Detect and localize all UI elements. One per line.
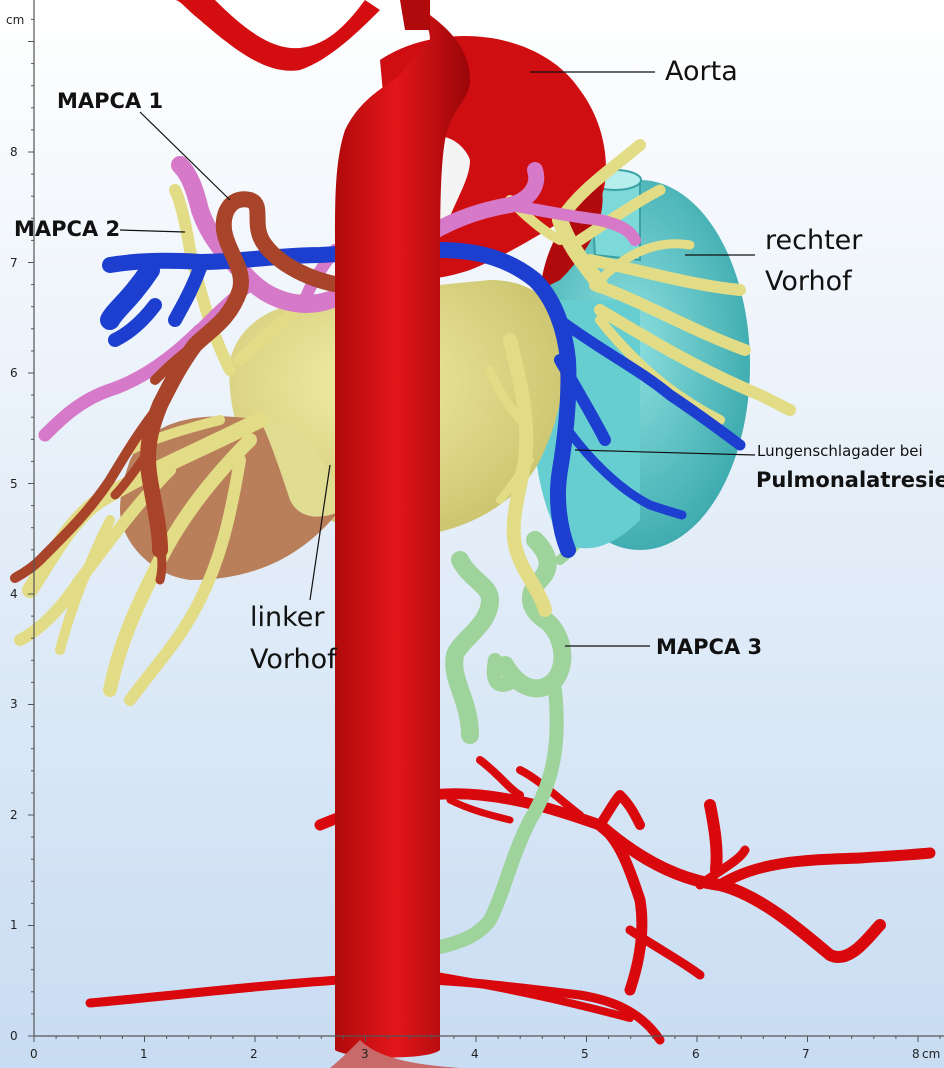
mapca1-vessel [10,191,348,585]
y-tick-label-1: 1 [10,918,18,932]
y-tick-label-6: 6 [10,366,18,380]
label-pulmonary-line2: Pulmonalatresie [756,468,944,492]
label-mapca2: MAPCA 2 [14,217,120,241]
label-mapca3: MAPCA 3 [656,635,762,659]
y-tick-label-4: 4 [10,587,18,601]
y-tick-label-8: 8 [10,145,18,159]
mapca2-vessel [38,156,641,442]
label-pulmonary-line1: Lungenschlagader bei [757,442,923,460]
x-tick-label-6: 6 [692,1047,700,1061]
y-tick-label-7: 7 [10,256,18,270]
label-mapca1: MAPCA 1 [57,89,163,113]
axes: cm 8 7 6 5 4 3 2 1 0 0 1 2 3 4 5 6 7 8 c… [6,0,944,1061]
x-axis-unit: cm [922,1047,940,1061]
label-left-atrium-line2: Vorhof [250,644,338,675]
y-tick-label-2: 2 [10,808,18,822]
x-tick-label-1: 1 [140,1047,148,1061]
y-tick-label-5: 5 [10,477,18,491]
y-axis-unit: cm [6,13,24,27]
pulmonary-artery [100,242,746,558]
x-tick-label-2: 2 [250,1047,258,1061]
y-tick-label-3: 3 [10,697,18,711]
label-left-atrium-line1: linker [250,602,325,633]
x-tick-label-4: 4 [471,1047,479,1061]
aorta-descending [175,0,470,1068]
x-tick-marks [33,1036,941,1042]
x-tick-label-3: 3 [361,1047,369,1061]
label-aorta: Aorta [665,56,738,87]
x-tick-label-7: 7 [802,1047,810,1061]
y-tick-marks [28,18,34,1037]
label-right-atrium-line2: Vorhof [765,266,853,297]
x-tick-label-5: 5 [581,1047,589,1061]
y-tick-label-0: 0 [10,1029,18,1043]
label-right-atrium-line1: rechter [765,225,863,256]
x-tick-label-8: 8 [912,1047,920,1061]
x-tick-label-0: 0 [30,1047,38,1061]
leader-lines [119,71,756,647]
